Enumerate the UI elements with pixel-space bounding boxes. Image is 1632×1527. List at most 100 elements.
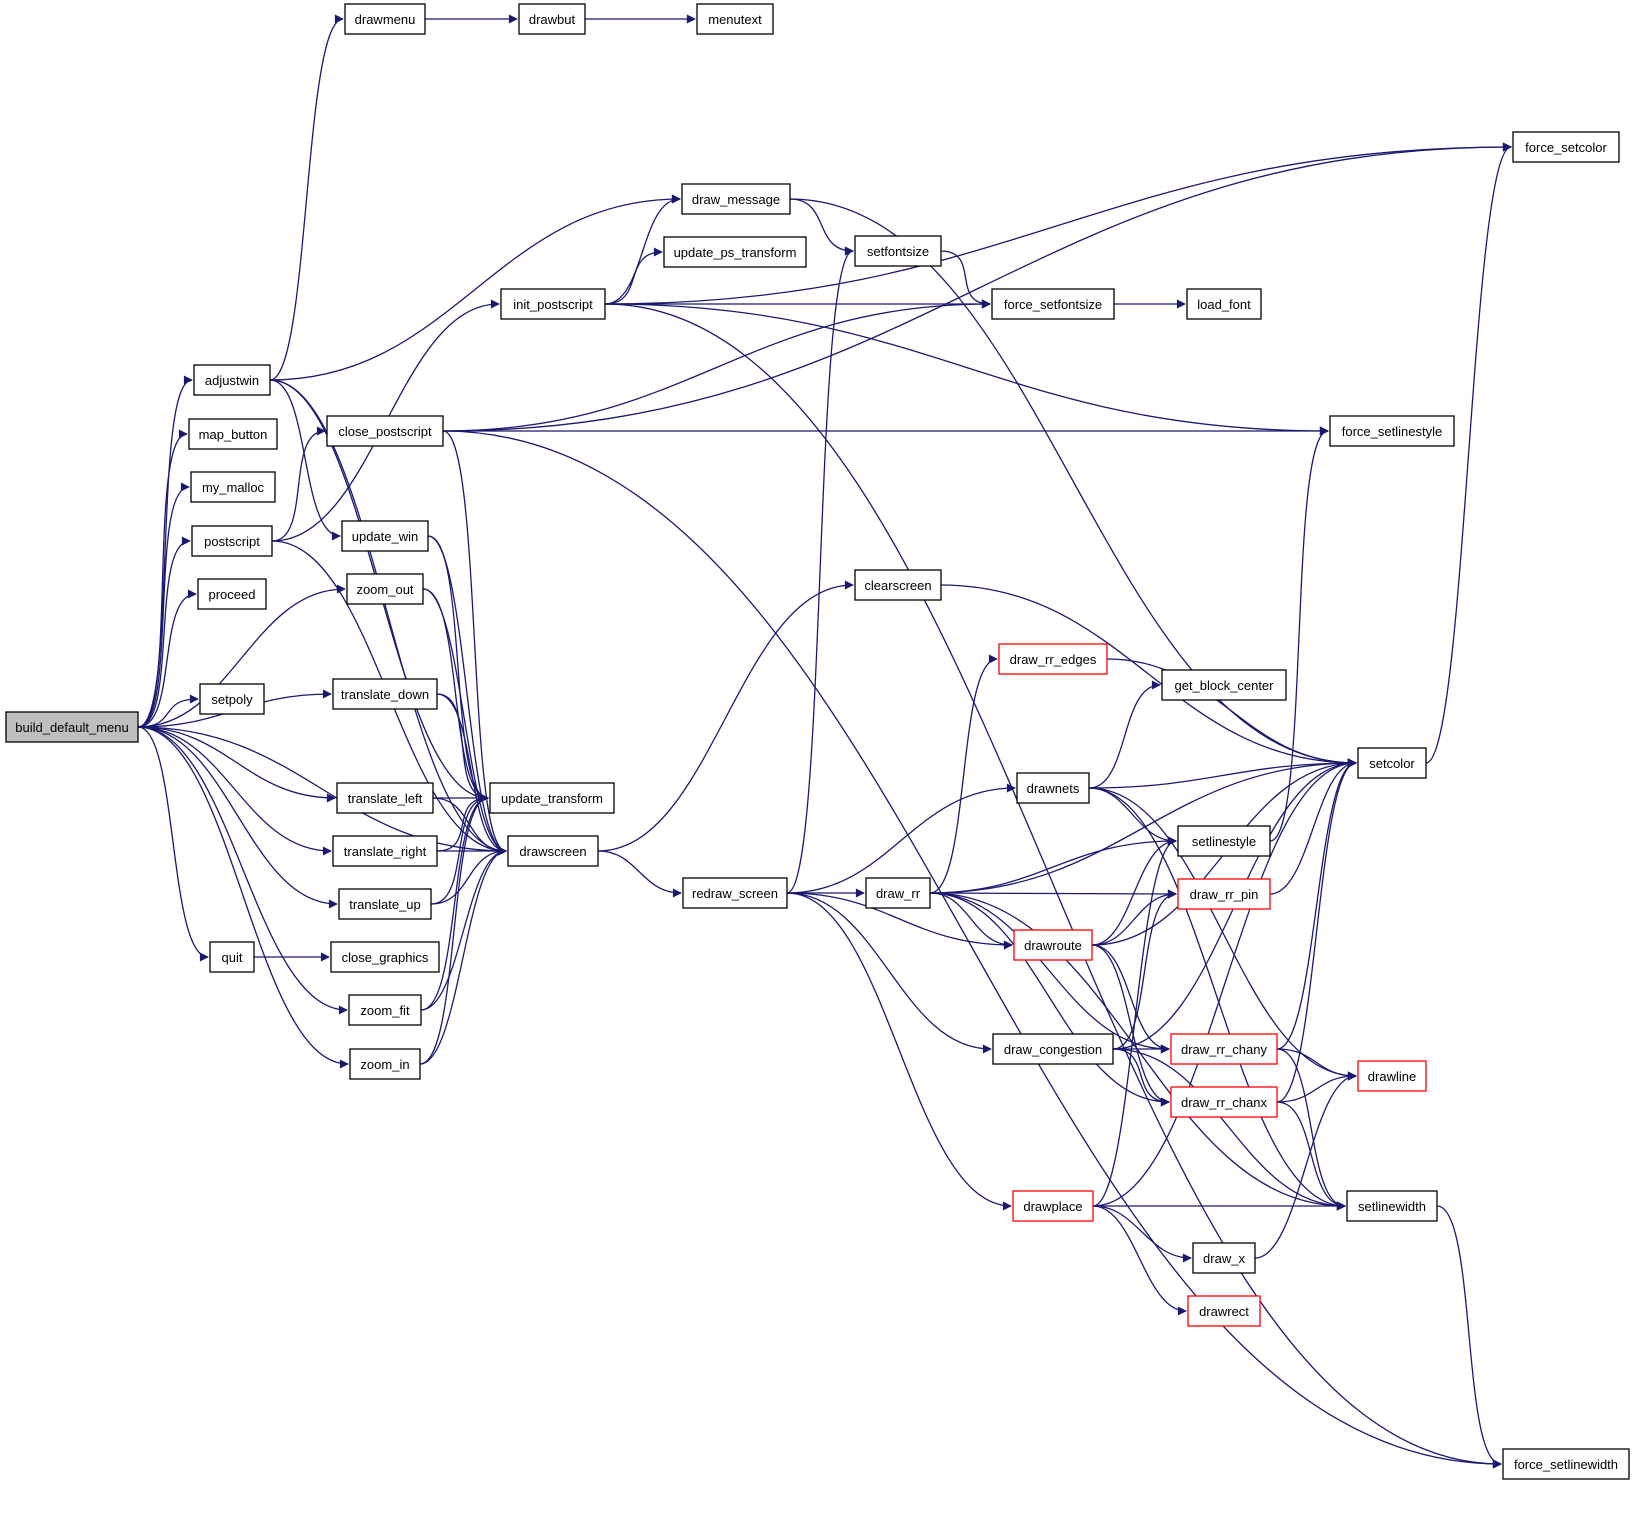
node-redraw_screen-box[interactable] bbox=[682, 877, 788, 909]
node-build_default_menu[interactable]: build_default_menu bbox=[5, 711, 139, 743]
node-translate_down[interactable]: translate_down bbox=[332, 678, 438, 710]
node-update_win[interactable]: update_win bbox=[341, 520, 429, 552]
node-force_setcolor[interactable]: force_setcolor bbox=[1512, 131, 1620, 163]
node-proceed[interactable]: proceed bbox=[197, 578, 267, 610]
node-update_transform-box[interactable] bbox=[489, 782, 615, 814]
node-force_setlinestyle-box[interactable] bbox=[1329, 415, 1455, 447]
node-map_button[interactable]: map_button bbox=[188, 418, 278, 450]
node-setpoly-box[interactable] bbox=[199, 683, 265, 715]
node-close_graphics[interactable]: close_graphics bbox=[330, 941, 440, 973]
node-force_setlinestyle[interactable]: force_setlinestyle bbox=[1329, 415, 1455, 447]
node-adjustwin[interactable]: adjustwin bbox=[193, 364, 271, 396]
node-init_postscript-box[interactable] bbox=[500, 288, 606, 320]
node-drawmenu[interactable]: drawmenu bbox=[344, 3, 426, 35]
node-translate_right[interactable]: translate_right bbox=[332, 835, 438, 867]
node-drawmenu-box[interactable] bbox=[344, 3, 426, 35]
node-setfontsize-box[interactable] bbox=[854, 235, 942, 267]
node-force_setlinewidth[interactable]: force_setlinewidth bbox=[1502, 1448, 1630, 1480]
node-setlinestyle-box[interactable] bbox=[1177, 825, 1271, 857]
node-drawbut[interactable]: drawbut bbox=[518, 3, 586, 35]
node-map_button-box[interactable] bbox=[188, 418, 278, 450]
node-drawline[interactable]: drawline bbox=[1357, 1060, 1427, 1092]
node-setcolor[interactable]: setcolor bbox=[1357, 747, 1427, 779]
node-draw_rr-box[interactable] bbox=[865, 877, 931, 909]
node-get_block_center[interactable]: get_block_center bbox=[1161, 669, 1287, 701]
node-drawroute-box[interactable] bbox=[1013, 929, 1093, 961]
node-postscript[interactable]: postscript bbox=[191, 525, 273, 557]
node-setfontsize[interactable]: setfontsize bbox=[854, 235, 942, 267]
node-translate_down-box[interactable] bbox=[332, 678, 438, 710]
node-force_setfontsize[interactable]: force_setfontsize bbox=[991, 288, 1115, 320]
node-force_setfontsize-box[interactable] bbox=[991, 288, 1115, 320]
node-update_ps_transform[interactable]: update_ps_transform bbox=[663, 236, 807, 268]
node-draw_rr_chany[interactable]: draw_rr_chany bbox=[1170, 1033, 1278, 1065]
node-translate_right-box[interactable] bbox=[332, 835, 438, 867]
node-zoom_fit[interactable]: zoom_fit bbox=[348, 994, 422, 1026]
node-zoom_in-box[interactable] bbox=[349, 1048, 421, 1080]
node-drawroute[interactable]: drawroute bbox=[1013, 929, 1093, 961]
node-menutext[interactable]: menutext bbox=[696, 3, 774, 35]
node-update_transform[interactable]: update_transform bbox=[489, 782, 615, 814]
node-close_postscript-box[interactable] bbox=[326, 415, 444, 447]
node-translate_left[interactable]: translate_left bbox=[336, 782, 434, 814]
node-zoom_fit-box[interactable] bbox=[348, 994, 422, 1026]
node-draw_rr_pin[interactable]: draw_rr_pin bbox=[1177, 878, 1271, 910]
node-draw_x[interactable]: draw_x bbox=[1192, 1242, 1256, 1274]
node-draw_message-box[interactable] bbox=[681, 183, 791, 215]
node-draw_rr_edges-box[interactable] bbox=[998, 643, 1108, 675]
node-quit[interactable]: quit bbox=[209, 941, 255, 973]
node-setlinewidth-box[interactable] bbox=[1346, 1190, 1438, 1222]
node-force_setlinewidth-box[interactable] bbox=[1502, 1448, 1630, 1480]
node-zoom_out[interactable]: zoom_out bbox=[346, 573, 424, 605]
node-drawscreen-box[interactable] bbox=[507, 835, 599, 867]
node-draw_message[interactable]: draw_message bbox=[681, 183, 791, 215]
node-my_malloc-box[interactable] bbox=[190, 471, 276, 503]
node-setpoly[interactable]: setpoly bbox=[199, 683, 265, 715]
node-draw_rr_chanx[interactable]: draw_rr_chanx bbox=[1170, 1086, 1278, 1118]
node-draw_rr_chany-box[interactable] bbox=[1170, 1033, 1278, 1065]
node-zoom_out-box[interactable] bbox=[346, 573, 424, 605]
node-zoom_in[interactable]: zoom_in bbox=[349, 1048, 421, 1080]
node-drawnets-box[interactable] bbox=[1016, 772, 1090, 804]
node-drawscreen[interactable]: drawscreen bbox=[507, 835, 599, 867]
node-update_win-box[interactable] bbox=[341, 520, 429, 552]
node-clearscreen-box[interactable] bbox=[854, 569, 942, 601]
node-draw_congestion[interactable]: draw_congestion bbox=[992, 1033, 1114, 1065]
node-adjustwin-box[interactable] bbox=[193, 364, 271, 396]
node-load_font-box[interactable] bbox=[1186, 288, 1262, 320]
node-force_setcolor-box[interactable] bbox=[1512, 131, 1620, 163]
node-translate_up[interactable]: translate_up bbox=[338, 888, 432, 920]
node-setlinestyle[interactable]: setlinestyle bbox=[1177, 825, 1271, 857]
node-draw_x-box[interactable] bbox=[1192, 1242, 1256, 1274]
node-my_malloc[interactable]: my_malloc bbox=[190, 471, 276, 503]
node-draw_congestion-box[interactable] bbox=[992, 1033, 1114, 1065]
node-drawrect-box[interactable] bbox=[1187, 1295, 1261, 1327]
node-drawline-box[interactable] bbox=[1357, 1060, 1427, 1092]
node-setlinewidth[interactable]: setlinewidth bbox=[1346, 1190, 1438, 1222]
node-draw_rr_edges[interactable]: draw_rr_edges bbox=[998, 643, 1108, 675]
node-drawplace-box[interactable] bbox=[1012, 1190, 1094, 1222]
node-drawplace[interactable]: drawplace bbox=[1012, 1190, 1094, 1222]
node-init_postscript[interactable]: init_postscript bbox=[500, 288, 606, 320]
node-clearscreen[interactable]: clearscreen bbox=[854, 569, 942, 601]
node-drawnets[interactable]: drawnets bbox=[1016, 772, 1090, 804]
node-proceed-box[interactable] bbox=[197, 578, 267, 610]
node-build_default_menu-box[interactable] bbox=[5, 711, 139, 743]
node-load_font[interactable]: load_font bbox=[1186, 288, 1262, 320]
node-draw_rr_chanx-box[interactable] bbox=[1170, 1086, 1278, 1118]
node-update_ps_transform-box[interactable] bbox=[663, 236, 807, 268]
node-translate_up-box[interactable] bbox=[338, 888, 432, 920]
node-get_block_center-box[interactable] bbox=[1161, 669, 1287, 701]
node-drawbut-box[interactable] bbox=[518, 3, 586, 35]
node-postscript-box[interactable] bbox=[191, 525, 273, 557]
node-drawrect[interactable]: drawrect bbox=[1187, 1295, 1261, 1327]
node-translate_left-box[interactable] bbox=[336, 782, 434, 814]
node-quit-box[interactable] bbox=[209, 941, 255, 973]
node-draw_rr[interactable]: draw_rr bbox=[865, 877, 931, 909]
node-close_postscript[interactable]: close_postscript bbox=[326, 415, 444, 447]
node-menutext-box[interactable] bbox=[696, 3, 774, 35]
node-draw_rr_pin-box[interactable] bbox=[1177, 878, 1271, 910]
node-redraw_screen[interactable]: redraw_screen bbox=[682, 877, 788, 909]
node-setcolor-box[interactable] bbox=[1357, 747, 1427, 779]
node-close_graphics-box[interactable] bbox=[330, 941, 440, 973]
